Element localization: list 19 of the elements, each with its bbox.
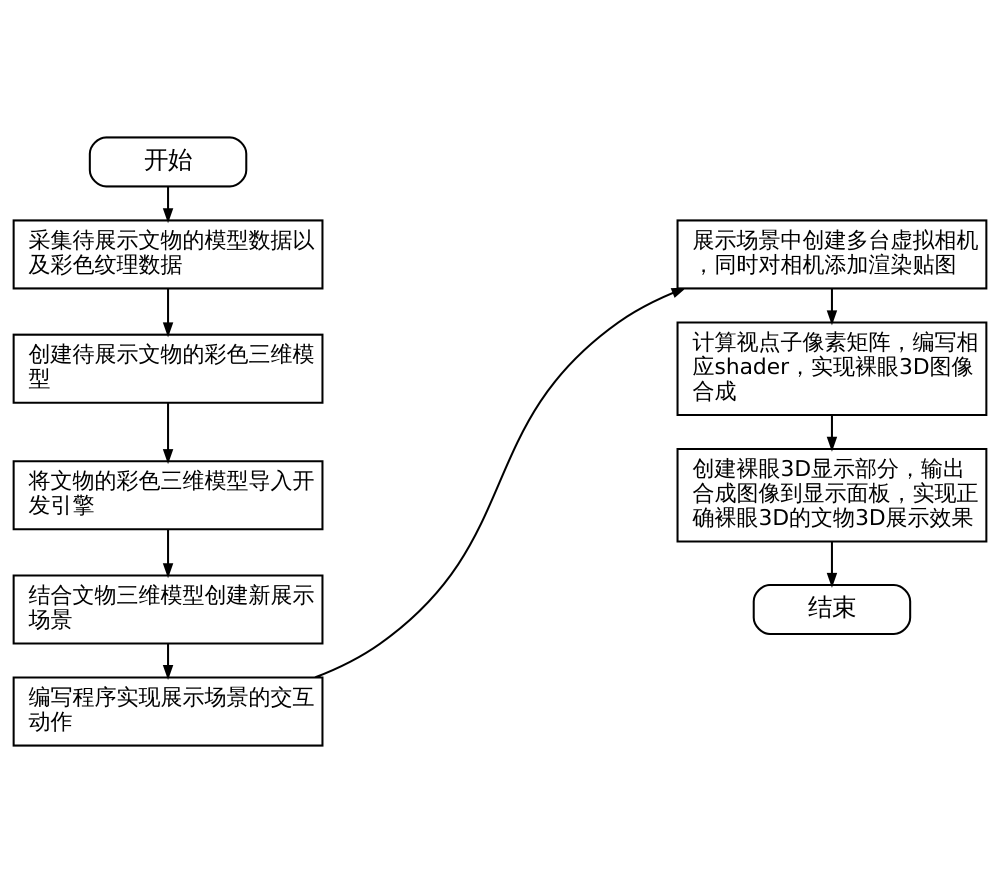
node-box: 创建待展示文物的彩色三维模型 — [12, 333, 324, 404]
arrow — [162, 528, 174, 578]
node-box: 创建裸眼3D显示部分，输出合成图像到显示面板，实现正确裸眼3D的文物3D展示效果 — [676, 447, 988, 542]
node-box: 开始 — [88, 136, 248, 187]
node-box: 结合文物三维模型创建新展示场景 — [12, 574, 324, 644]
arrow — [162, 186, 174, 223]
node-box: 将文物的彩色三维模型导入开发引擎 — [12, 460, 324, 530]
arrow — [314, 286, 687, 678]
node-box: 展示场景中创建多台虚拟相机，同时对相机添加渲染贴图 — [676, 218, 988, 289]
node-box: 计算视点子像素矩阵，编写相应shader，实现裸眼3D图像合成 — [676, 320, 988, 416]
arrow — [826, 414, 838, 452]
arrow — [162, 643, 174, 680]
arrow — [162, 288, 174, 337]
node-box: 结束 — [752, 584, 912, 635]
node-box: 编写程序实现展示场景的交互动作 — [12, 676, 324, 746]
arrow — [826, 541, 838, 588]
arrow — [826, 288, 838, 325]
arrow — [162, 402, 174, 464]
node-box: 采集待展示文物的模型数据以及彩色纹理数据 — [12, 218, 324, 289]
